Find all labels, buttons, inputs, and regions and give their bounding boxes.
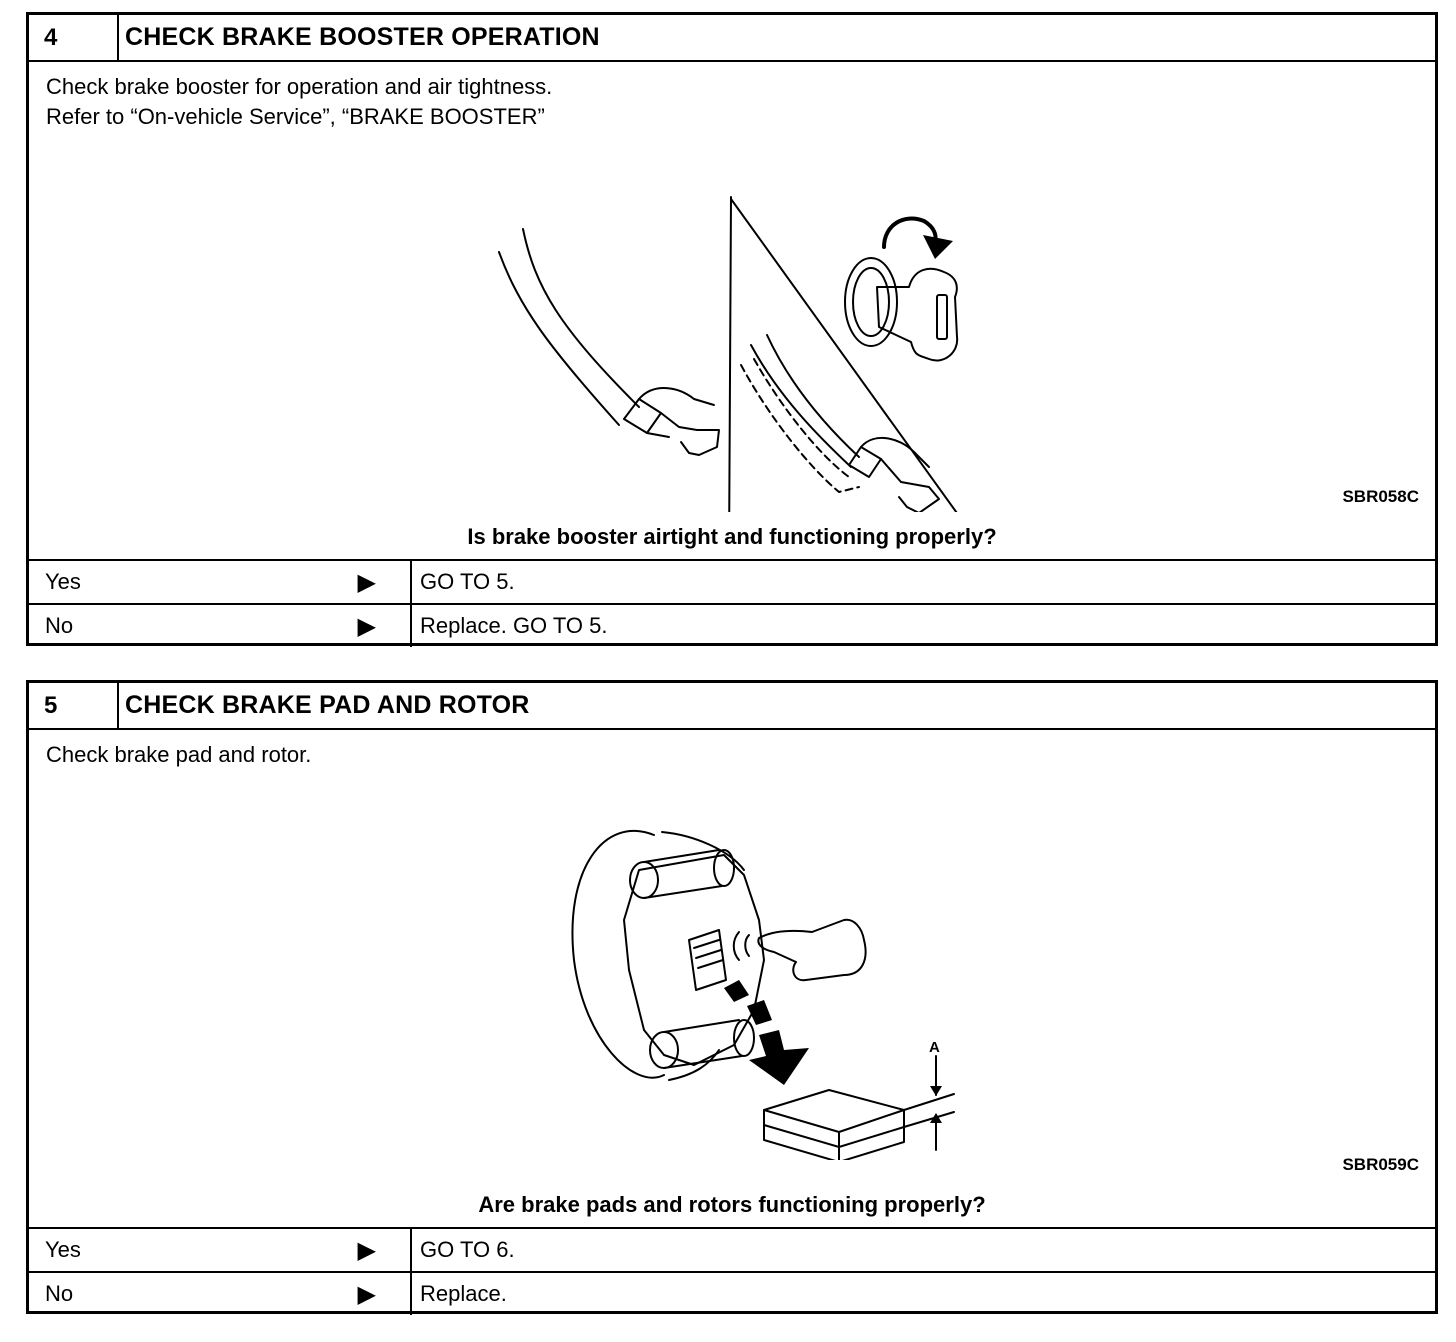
answer-result: Replace. GO TO 5. bbox=[420, 613, 608, 638]
answer-label-cell: No ▶ bbox=[29, 605, 412, 647]
question: Is brake booster airtight and functionin… bbox=[467, 524, 997, 549]
instruction-line: Check brake pad and rotor. bbox=[46, 742, 312, 767]
step-4-table: 4 CHECK BRAKE BOOSTER OPERATION Check br… bbox=[26, 12, 1438, 647]
answer-label-cell: Yes ▶ bbox=[29, 561, 412, 603]
instruction-line: Check brake booster for operation and ai… bbox=[46, 74, 553, 99]
answer-result: GO TO 5. bbox=[420, 569, 515, 594]
dimension-label: A bbox=[929, 1039, 940, 1056]
step-header: 5 CHECK BRAKE PAD AND ROTOR bbox=[29, 683, 1435, 730]
answer-row-no: No ▶ Replace. GO TO 5. bbox=[29, 603, 1435, 647]
answer-result: GO TO 6. bbox=[420, 1237, 515, 1262]
step-5-table: 5 CHECK BRAKE PAD AND ROTOR Check brake … bbox=[26, 680, 1438, 1315]
answer-label: No bbox=[45, 613, 74, 638]
instructions: Check brake booster for operation and ai… bbox=[46, 72, 552, 132]
answer-label-cell: Yes ▶ bbox=[29, 1229, 412, 1271]
answer-label: Yes bbox=[45, 1237, 81, 1262]
answer-row-yes: Yes ▶ GO TO 6. bbox=[29, 1229, 1435, 1271]
step-body: Check brake pad and rotor. bbox=[29, 730, 1435, 1229]
answer-row-no: No ▶ Replace. bbox=[29, 1271, 1435, 1315]
answer-row-yes: Yes ▶ GO TO 5. bbox=[29, 561, 1435, 603]
question: Are brake pads and rotors functioning pr… bbox=[478, 1192, 986, 1217]
instructions: Check brake pad and rotor. bbox=[46, 740, 311, 770]
right-triangle-icon: ▶ bbox=[357, 568, 376, 596]
brake-booster-illustration bbox=[498, 196, 959, 512]
right-triangle-icon: ▶ bbox=[357, 1236, 376, 1264]
figure-code: SBR059C bbox=[1342, 1155, 1419, 1174]
step-header: 4 CHECK BRAKE BOOSTER OPERATION bbox=[29, 15, 1435, 62]
figure-code: SBR058C bbox=[1342, 487, 1419, 506]
step-title: CHECK BRAKE BOOSTER OPERATION bbox=[125, 23, 600, 51]
step-body: Check brake booster for operation and ai… bbox=[29, 62, 1435, 561]
right-triangle-icon: ▶ bbox=[357, 612, 376, 640]
step-number: 5 bbox=[29, 683, 119, 728]
answer-label: Yes bbox=[45, 569, 81, 594]
answer-label: No bbox=[45, 1281, 74, 1306]
answer-label-cell: No ▶ bbox=[29, 1273, 412, 1315]
step-number: 4 bbox=[29, 15, 119, 60]
instruction-line: Refer to “On-vehicle Service”, “BRAKE BO… bbox=[46, 104, 545, 129]
brake-pad-rotor-illustration: A bbox=[571, 829, 955, 1160]
answer-result: Replace. bbox=[420, 1281, 507, 1306]
right-triangle-icon: ▶ bbox=[357, 1280, 376, 1308]
step-title: CHECK BRAKE PAD AND ROTOR bbox=[125, 691, 530, 719]
